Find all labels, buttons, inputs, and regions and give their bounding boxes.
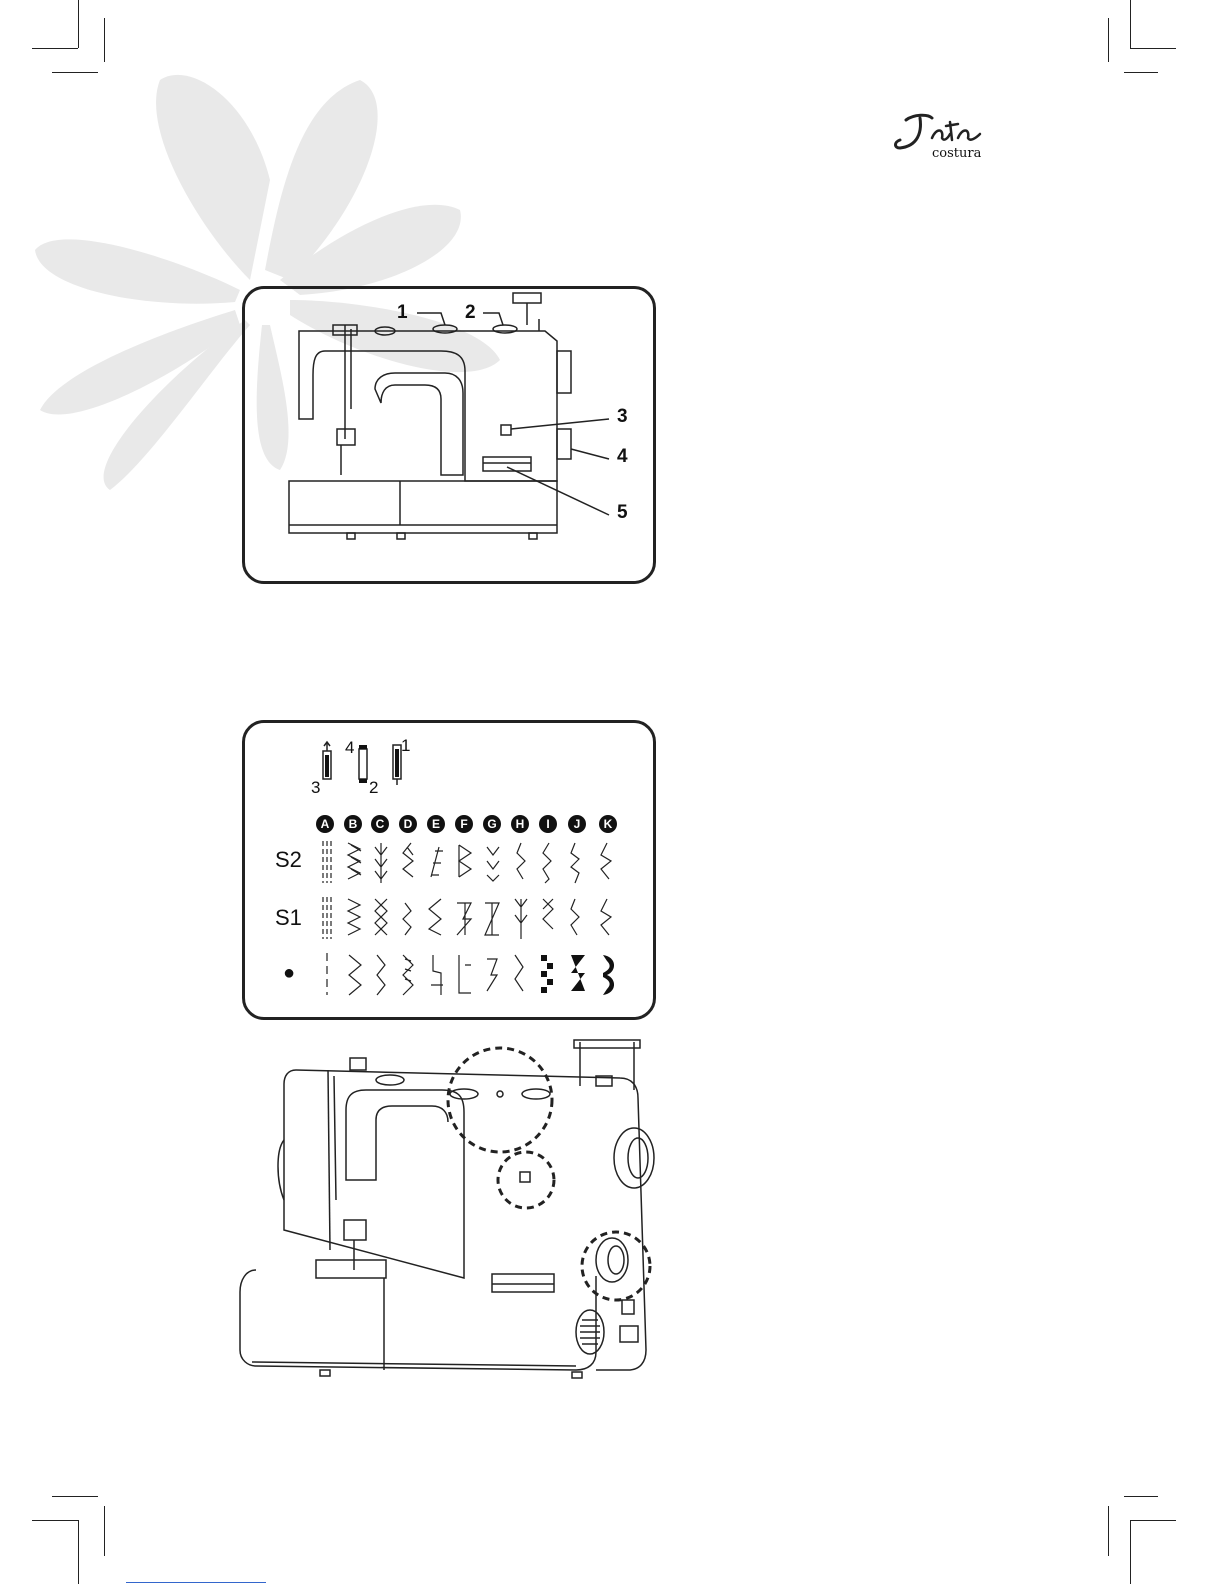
stitch-pattern-grid <box>245 723 653 1017</box>
row-standard-stitches <box>327 953 523 995</box>
figure-machine-detail <box>236 1030 660 1400</box>
logo-wordmark: costura <box>932 146 981 161</box>
callout-3: 3 <box>617 407 628 426</box>
highlight-pattern-dials <box>448 1048 552 1152</box>
highlight-stitch-length-dial <box>582 1232 650 1300</box>
callout-1: 1 <box>397 303 408 322</box>
row-S1-stitches <box>323 897 611 939</box>
brand-logo: costura <box>892 108 984 164</box>
callout-4: 4 <box>617 447 628 466</box>
machine-line-drawing <box>245 289 653 581</box>
footer-link-underline <box>126 1582 266 1583</box>
figure-stitch-chart: 3 4 2 1 A B C D E F G H I J K S2 S1 ● <box>242 720 656 1020</box>
row-S2-stitches <box>323 841 611 883</box>
highlight-indicator-window <box>498 1152 554 1208</box>
callout-5: 5 <box>617 503 628 522</box>
callout-2: 2 <box>465 303 476 322</box>
figure-machine-overview: 1 2 3 4 5 <box>242 286 656 584</box>
